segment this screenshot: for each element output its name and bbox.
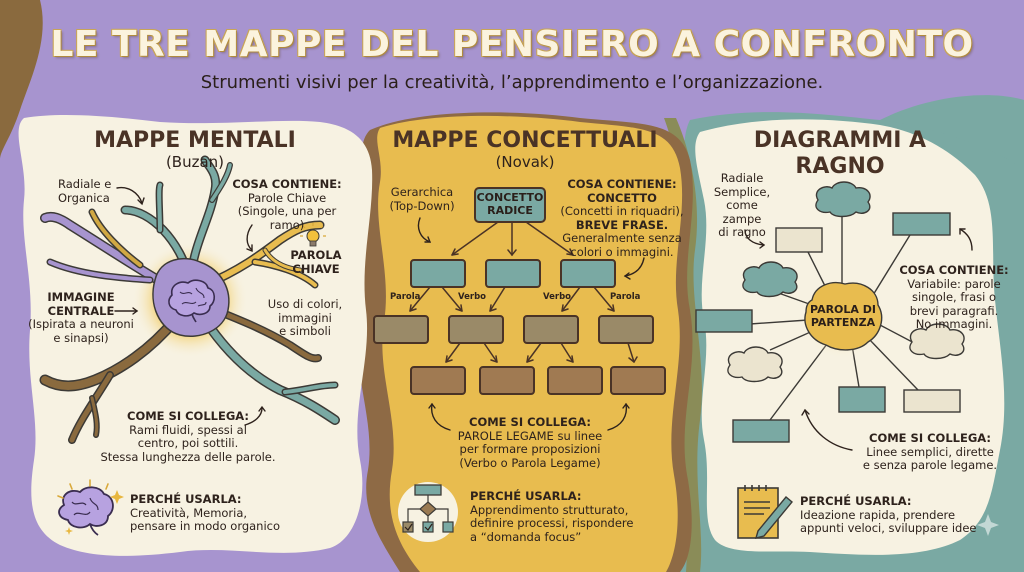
panel-title-concept-maps: MAPPE CONCETTUALI <box>392 128 658 153</box>
spider-diagrams-connects: COME SI COLLEGA: Linee semplici, dirette… <box>862 431 998 473</box>
brain-icon <box>168 279 216 323</box>
lightbulb-icon <box>300 223 326 247</box>
mind-maps-why: PERCHÉ USARLA: Creatività, Memoria, pens… <box>130 492 281 534</box>
page-subtitle: Strumenti visivi per la creatività, l’ap… <box>200 72 824 93</box>
panel-author-mind-maps: (Buzan) <box>165 153 225 171</box>
link-label: Parola <box>610 292 641 302</box>
link-label: Verbo <box>543 292 571 302</box>
concept-maps-connects: COME SI COLLEGA: PAROLE LEGAME su linee … <box>457 415 603 470</box>
concept-maps-structure-note: Gerarchica(Top-Down) <box>389 185 455 213</box>
link-label: Verbo <box>458 292 486 302</box>
brain-icon-why <box>57 479 124 536</box>
spider-diagrams-contains: COSA CONTIENE: Variabile: parole singole… <box>899 263 1009 332</box>
mind-maps-colors-note: Uso di colori, immagini e simboli <box>267 297 343 339</box>
notepad-pencil-icon <box>737 485 793 539</box>
panel-author-concept-maps: (Novak) <box>495 153 555 171</box>
flowchart-icon <box>398 482 458 542</box>
spider-diagrams-structure-note: Radiale Semplice, come zampe di ragno <box>713 171 771 240</box>
concept-maps-why: PERCHÉ USARLA: Apprendimento strutturato… <box>470 489 634 544</box>
spider-diagrams-why: PERCHÉ USARLA: Ideazione rapida, prender… <box>800 494 977 536</box>
panel-title-spider-diagrams: DIAGRAMMI A RAGNO <box>753 128 927 179</box>
mind-maps-connects: COME SI COLLEGA: Rami fluidi, spessi al … <box>100 409 276 464</box>
central-image-label: IMMAGINE CENTRALE (Ispirata a neuroni e … <box>28 290 134 345</box>
link-label: Parola <box>390 292 421 302</box>
mind-maps-contains: COSA CONTIENE: Parole Chiave (Singole, u… <box>232 177 342 232</box>
page-title: LE TRE MAPPE DEL PENSIERO A CONFRONTO <box>50 24 974 65</box>
concept-maps-contains: COSA CONTIENE: CONCETTO (Concetti in riq… <box>560 177 684 259</box>
panel-title-mind-maps: MAPPE MENTALI <box>94 128 296 153</box>
